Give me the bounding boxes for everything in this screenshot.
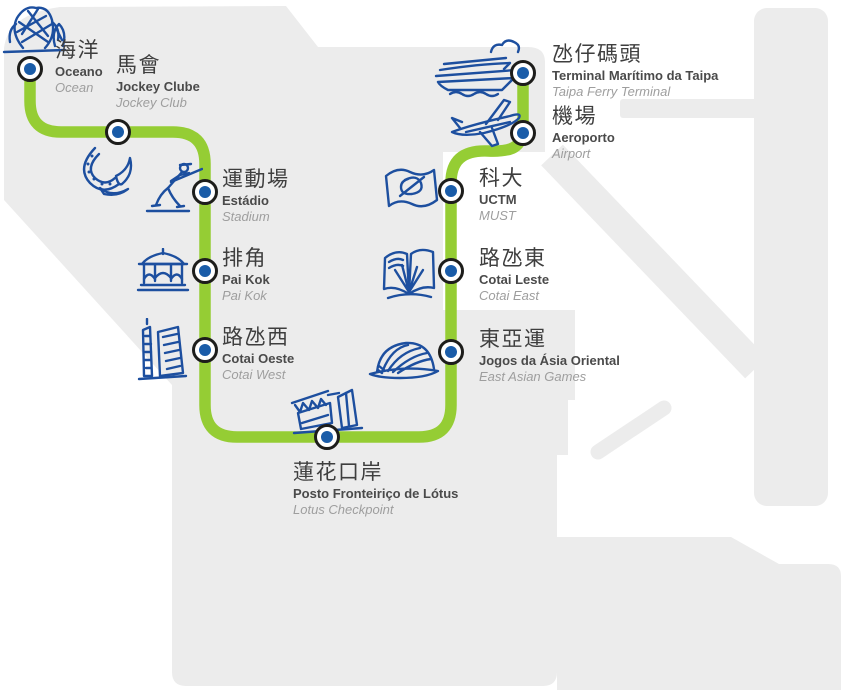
- station-name-pt: Estádio: [222, 193, 269, 208]
- station-marker-dot: [444, 264, 457, 277]
- station-labels: 路氹西 Cotai Oeste Cotai West: [222, 325, 294, 383]
- station-marker-lotus-checkpoint[interactable]: [313, 423, 340, 450]
- station-name-en: Cotai West: [222, 367, 286, 382]
- station-name-pt: Terminal Marítimo da Taipa: [552, 68, 719, 83]
- station-marker-dot: [444, 345, 457, 358]
- airport-runway: [754, 8, 828, 506]
- station-marker-dot: [111, 125, 124, 138]
- station-marker-east-asian-games[interactable]: [437, 338, 464, 365]
- dome-icon: [368, 341, 440, 380]
- station-name-en: Ocean: [55, 80, 94, 95]
- station-marker-dot: [198, 185, 211, 198]
- landmass-airport-link: [620, 99, 770, 118]
- station-name-pt: Cotai Leste: [479, 272, 550, 287]
- station-marker-dot: [198, 343, 211, 356]
- station-labels: 機場 Aeroporto Airport: [552, 104, 615, 162]
- station-name-pt: UCTM: [479, 192, 517, 207]
- station-name-pt: Cotai Oeste: [222, 351, 295, 366]
- station-name-en: MUST: [479, 208, 516, 223]
- station-name-zh: 排角: [222, 247, 267, 270]
- station-marker-stadium[interactable]: [191, 178, 218, 205]
- station-name-zh: 運動場: [222, 168, 290, 191]
- landmass-southeast: [557, 537, 841, 690]
- airplane-icon: [450, 98, 521, 148]
- station-name-zh: 海洋: [55, 39, 100, 62]
- station-marker-airport[interactable]: [509, 119, 536, 146]
- station-name-zh: 路氹東: [479, 247, 547, 270]
- station-name-en: Jockey Club: [116, 95, 187, 110]
- station-labels: 東亞運 Jogos da Ásia Oriental East Asian Ga…: [479, 327, 620, 385]
- station-name-zh: 科大: [479, 167, 524, 190]
- station-name-pt: Aeroporto: [552, 130, 615, 145]
- station-name-zh: 蓮花口岸: [293, 461, 383, 484]
- station-labels: 科大 UCTM MUST: [479, 166, 524, 224]
- station-marker-dot: [23, 62, 36, 75]
- station-name-pt: Jogos da Ásia Oriental: [479, 353, 620, 368]
- station-marker-cotai-west[interactable]: [191, 336, 218, 363]
- station-marker-dot: [444, 184, 457, 197]
- station-name-en: Stadium: [222, 209, 270, 224]
- ocean-lotus-icon: [2, 6, 67, 54]
- station-name-pt: Posto Fronteiriço de Lótus: [293, 486, 459, 501]
- landmass-diagonal-causeway: [541, 144, 767, 379]
- station-name-zh: 東亞運: [479, 328, 547, 351]
- station-marker-dot: [198, 264, 211, 277]
- station-marker-oceano[interactable]: [16, 55, 43, 82]
- station-marker-pai-kok[interactable]: [191, 257, 218, 284]
- station-marker-taipa-ferry-terminal[interactable]: [509, 59, 536, 86]
- station-name-zh: 機場: [552, 105, 597, 128]
- station-labels: 馬會 Jockey Clube Jockey Club: [116, 53, 200, 111]
- flag-icon: [384, 168, 439, 208]
- station-name-en: Taipa Ferry Terminal: [552, 84, 671, 99]
- station-marker-jockey-club[interactable]: [104, 118, 131, 145]
- landmass-taipa-cotai: [4, 6, 575, 686]
- athlete-icon: [145, 162, 203, 213]
- horseshoe-icon: [82, 146, 133, 197]
- station-labels: 氹仔碼頭 Terminal Marítimo da Taipa Taipa Fe…: [552, 42, 718, 100]
- station-name-zh: 馬會: [116, 54, 161, 77]
- station-labels: 排角 Pai Kok Pai Kok: [222, 246, 270, 304]
- station-name-en: Lotus Checkpoint: [293, 502, 394, 517]
- station-name-zh: 氹仔碼頭: [552, 43, 642, 66]
- station-name-pt: Jockey Clube: [116, 79, 200, 94]
- station-name-en: East Asian Games: [479, 369, 587, 384]
- landmass-bridge: [590, 400, 672, 460]
- station-marker-dot: [320, 430, 333, 443]
- station-name-en: Airport: [552, 146, 591, 161]
- station-labels: 路氹東 Cotai Leste Cotai East: [479, 246, 549, 304]
- station-labels: 海洋 Oceano Ocean: [55, 38, 103, 96]
- station-name-zh: 路氹西: [222, 326, 290, 349]
- station-marker-dot: [516, 126, 529, 139]
- station-labels: 運動場 Estádio Stadium: [222, 167, 290, 225]
- station-name-en: Pai Kok: [222, 288, 267, 303]
- lrt-line: [24, 63, 529, 443]
- buildings-icon: [137, 318, 188, 381]
- book-icon: [382, 248, 436, 300]
- station-marker-uctm[interactable]: [437, 177, 464, 204]
- lotus-building-icon: [290, 388, 364, 435]
- station-name-en: Cotai East: [479, 288, 539, 303]
- pavilion-icon: [136, 248, 190, 292]
- station-name-pt: Oceano: [55, 64, 103, 79]
- station-labels: 蓮花口岸 Posto Fronteiriço de Lótus Lotus Ch…: [293, 460, 458, 518]
- station-name-pt: Pai Kok: [222, 272, 270, 287]
- station-marker-cotai-east[interactable]: [437, 257, 464, 284]
- station-marker-dot: [516, 66, 529, 79]
